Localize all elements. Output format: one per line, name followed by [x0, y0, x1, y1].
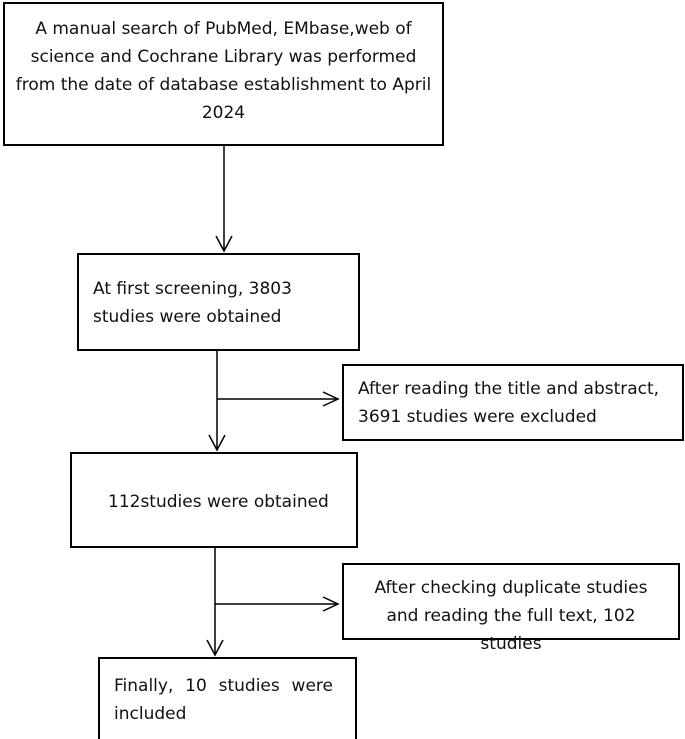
arrowhead-screening-to-obtained: [208, 434, 226, 452]
arrowhead-search-to-screening: [215, 235, 233, 253]
studies-obtained-box: 112studies were obtained: [70, 452, 358, 548]
excluded-title-abstract-box: After reading the title and abstract, 36…: [342, 364, 684, 441]
studies-obtained-text: 112studies were obtained: [108, 492, 329, 512]
search-box: A manual search of PubMed, EMbase,web of…: [3, 2, 444, 146]
first-screening-box: At first screening, 3803 studies were ob…: [77, 253, 360, 351]
final-included-text: Finally, 10 studies were included: [114, 676, 333, 724]
arrowhead-branch-excluded-2: [322, 596, 340, 612]
excluded-duplicates-box: After checking duplicate studies and rea…: [342, 563, 680, 654]
first-screening-text: At first screening, 3803 studies were ob…: [93, 279, 292, 327]
excluded-duplicates-text: After checking duplicate studies and rea…: [374, 578, 648, 654]
final-included-box: Finally, 10 studies were included: [98, 657, 357, 739]
arrowhead-branch-excluded-1: [322, 391, 340, 407]
excluded-title-abstract-text: After reading the title and abstract, 36…: [358, 379, 660, 427]
arrowhead-obtained-to-final: [206, 639, 224, 657]
search-text: A manual search of PubMed, EMbase,web of…: [15, 19, 432, 123]
